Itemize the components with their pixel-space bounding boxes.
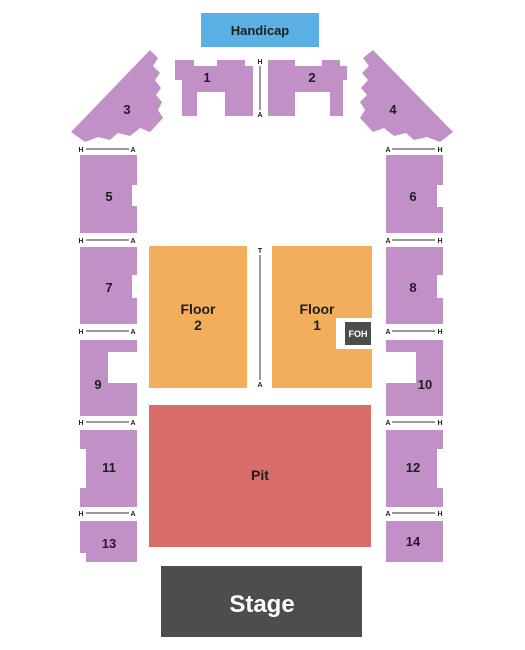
floor-1-label-line2: 1 [313, 317, 321, 333]
floor-2-label-line2: 2 [194, 317, 202, 333]
section-1[interactable] [175, 60, 253, 116]
stage [161, 566, 362, 637]
section-9[interactable] [80, 340, 137, 416]
section-2-label: 2 [308, 70, 315, 85]
row-marker-a: A [385, 420, 390, 427]
row-marker-a: A [130, 238, 135, 245]
section-14-label: 14 [406, 534, 421, 549]
row-marker-a-floor: A [257, 382, 262, 389]
section-6[interactable] [386, 155, 443, 233]
row-marker-a: A [385, 511, 390, 518]
section-13-label: 13 [102, 536, 116, 551]
section-10-label: 10 [418, 377, 432, 392]
section-3-label: 3 [123, 102, 130, 117]
row-marker-h: H [78, 511, 83, 518]
stage-label: Stage [229, 591, 294, 618]
floor-1-section[interactable] [272, 246, 372, 388]
row-marker-a: A [385, 238, 390, 245]
section-9-label: 9 [94, 377, 101, 392]
row-marker-h: H [78, 238, 83, 245]
row-marker-h: H [437, 238, 442, 245]
row-marker-a: A [130, 329, 135, 336]
row-marker-h-top: H [257, 59, 262, 66]
row-marker-h: H [78, 329, 83, 336]
section-11-label: 11 [102, 460, 116, 475]
row-marker-h: H [437, 420, 442, 427]
section-10[interactable] [386, 340, 443, 416]
section-5[interactable] [80, 155, 137, 233]
floor-1-label-line1: Floor [300, 301, 336, 317]
section-5-label: 5 [105, 189, 112, 204]
section-6-label: 6 [409, 189, 416, 204]
row-marker-h: H [437, 511, 442, 518]
row-marker-a-top: A [257, 112, 262, 119]
section-8[interactable] [386, 247, 443, 324]
pit-section[interactable] [149, 405, 371, 547]
row-markers-left [86, 148, 129, 514]
section-2[interactable] [268, 60, 347, 116]
section-3[interactable] [71, 50, 163, 142]
row-marker-a: A [130, 147, 135, 154]
row-marker-t: T [258, 248, 263, 255]
row-marker-a: A [385, 329, 390, 336]
row-marker-a: A [130, 420, 135, 427]
section-14[interactable] [386, 521, 443, 562]
section-13[interactable] [80, 521, 137, 562]
section-7-label: 7 [105, 280, 112, 295]
section-1-label: 1 [203, 70, 210, 85]
section-4[interactable] [360, 50, 453, 142]
row-marker-h: H [437, 329, 442, 336]
floor-2-section[interactable] [149, 246, 247, 388]
foh-box [345, 322, 371, 345]
row-markers-right [392, 148, 435, 514]
section-4-label: 4 [389, 102, 397, 117]
row-marker-h: H [78, 420, 83, 427]
row-marker-a: A [130, 511, 135, 518]
foh-label: FOH [349, 329, 368, 339]
section-12[interactable] [386, 430, 443, 507]
handicap-label: Handicap [231, 23, 290, 38]
handicap-section[interactable] [201, 13, 319, 47]
section-8-label: 8 [409, 280, 416, 295]
section-11[interactable] [80, 430, 137, 507]
section-7[interactable] [80, 247, 137, 324]
row-marker-h: H [437, 147, 442, 154]
row-marker-a: A [385, 147, 390, 154]
pit-label: Pit [251, 467, 269, 483]
section-12-label: 12 [406, 460, 420, 475]
floor-2-label-line1: Floor [181, 301, 217, 317]
row-marker-h: H [78, 147, 83, 154]
